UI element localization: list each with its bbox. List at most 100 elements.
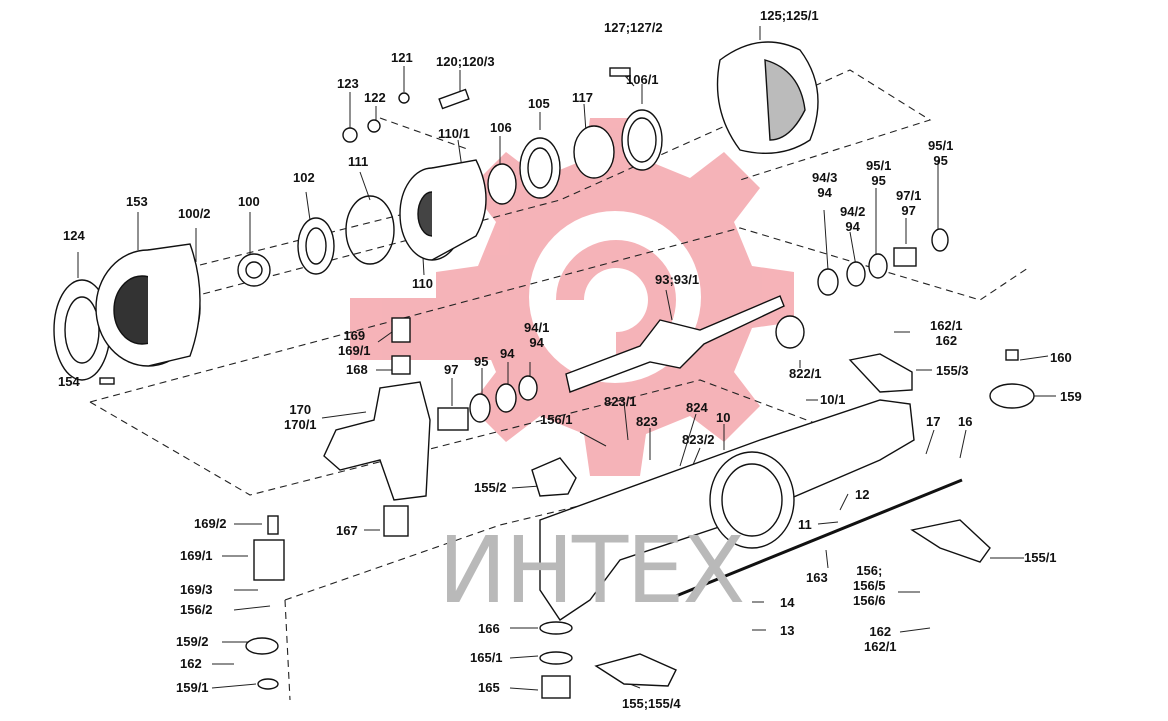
part-label-p117: 117 (572, 90, 593, 105)
part-label-line: 100/2 (178, 206, 211, 221)
part-label-line: 125;125/1 (760, 8, 819, 23)
part-label-line: 160 (1050, 350, 1072, 365)
part-label-p159_2: 159/2 (176, 634, 209, 649)
part-label-line: 822/1 (789, 366, 822, 381)
part-label-line: 95 (474, 354, 489, 369)
part-label-p121: 121 (391, 50, 413, 65)
part-label-line: 155/1 (1024, 550, 1057, 565)
part-label-line: 95 (933, 153, 948, 168)
part-label-line: 167 (336, 523, 358, 538)
part-label-p120: 120;120/3 (436, 54, 495, 69)
part-label-p169_2: 169/2 (194, 516, 227, 531)
part-label-p106_1: 106/1 (626, 72, 659, 87)
part-label-p102: 102 (293, 170, 315, 185)
part-label-p125: 125;125/1 (760, 8, 819, 23)
part-label-p100_2: 100/2 (178, 206, 211, 221)
part-label-p156_2: 156/2 (180, 602, 213, 617)
part-label-p167: 167 (336, 523, 358, 538)
part-label-line: 153 (126, 194, 148, 209)
part-label-p155_3: 155/3 (936, 363, 969, 378)
part-label-p166: 166 (478, 621, 500, 636)
part-label-line: 110/1 (438, 126, 470, 141)
part-label-line: 17 (926, 414, 941, 429)
part-label-line: 110 (412, 276, 433, 291)
part-label-line: 10 (716, 410, 731, 425)
part-label-line: 163 (806, 570, 828, 585)
part-label-p16: 16 (958, 414, 972, 429)
part-label-p155_1: 155/1 (1024, 550, 1057, 565)
part-label-line: 124 (63, 228, 85, 243)
part-label-line: 165/1 (470, 650, 503, 665)
part-label-line: 16 (958, 414, 973, 429)
part-label-line: 94 (817, 185, 832, 200)
part-label-line: 11 (798, 517, 812, 532)
part-label-line: 159 (1060, 389, 1082, 404)
part-label-p169_3: 169/3 (180, 582, 213, 597)
watermark-text: ИНТЕХ (438, 517, 745, 624)
part-label-p105: 105 (528, 96, 550, 111)
part-label-line: 12 (855, 487, 870, 502)
part-label-p110: 110 (412, 276, 433, 291)
part-label-p153: 153 (126, 194, 148, 209)
part-label-line: 123 (337, 76, 359, 91)
part-label-line: 95/1 (866, 158, 892, 173)
part-label-p11: 11 (798, 517, 812, 532)
part-label-p156_1: 156/1 (540, 412, 573, 427)
part-label-p165_1: 165/1 (470, 650, 503, 665)
part-label-line: 156/5 (853, 578, 886, 593)
part-label-p110_1: 110/1 (438, 126, 470, 141)
part-label-p162c: 162 (180, 656, 202, 671)
part-label-p122: 122 (364, 90, 386, 105)
part-label-p93: 93;93/1 (655, 272, 699, 287)
part-label-p168: 168 (346, 362, 368, 377)
part-label-line: 162 (935, 333, 958, 348)
part-label-line: 162 (180, 656, 202, 671)
part-label-line: 105 (528, 96, 550, 111)
part-label-p14: 14 (780, 595, 794, 610)
part-label-line: 100 (238, 194, 260, 209)
part-label-p95a: 95 (474, 354, 488, 369)
part-label-line: 97 (901, 203, 916, 218)
part-label-line: 155/3 (936, 363, 969, 378)
part-label-line: 169/1 (180, 548, 213, 563)
part-label-line: 111 (348, 154, 369, 169)
part-label-line: 162/1 (864, 639, 897, 654)
part-label-line: 14 (780, 595, 795, 610)
part-label-p823: 823 (636, 414, 658, 429)
part-label-p823_2: 823/2 (682, 432, 715, 447)
part-label-line: 94 (845, 219, 860, 234)
part-label-p165: 165 (478, 680, 500, 695)
part-label-p163: 163 (806, 570, 828, 585)
part-label-line: 155/2 (474, 480, 507, 495)
part-label-p822_1: 822/1 (789, 366, 822, 381)
part-label-p12: 12 (855, 487, 869, 502)
part-label-line: 169/2 (194, 516, 227, 531)
part-label-line: 156; (856, 563, 883, 578)
part-label-line: 94/1 (524, 320, 550, 335)
part-label-p123: 123 (337, 76, 359, 91)
part-label-p10_1: 10/1 (820, 392, 845, 407)
part-label-line: 102 (293, 170, 315, 185)
part-label-line: 95/1 (928, 138, 954, 153)
part-label-p106: 106 (490, 120, 512, 135)
part-label-p160: 160 (1050, 350, 1072, 365)
part-label-line: 169/3 (180, 582, 213, 597)
part-label-p155_2: 155/2 (474, 480, 507, 495)
part-label-line: 170/1 (284, 417, 317, 432)
part-label-line: 97/1 (896, 188, 922, 203)
part-label-line: 94/2 (840, 204, 866, 219)
part-label-line: 154 (58, 374, 80, 389)
part-label-line: 13 (780, 623, 795, 638)
part-label-p111: 111 (348, 154, 368, 169)
part-label-line: 94 (529, 335, 544, 350)
part-label-p17: 17 (926, 414, 940, 429)
part-label-line: 10/1 (820, 392, 846, 407)
